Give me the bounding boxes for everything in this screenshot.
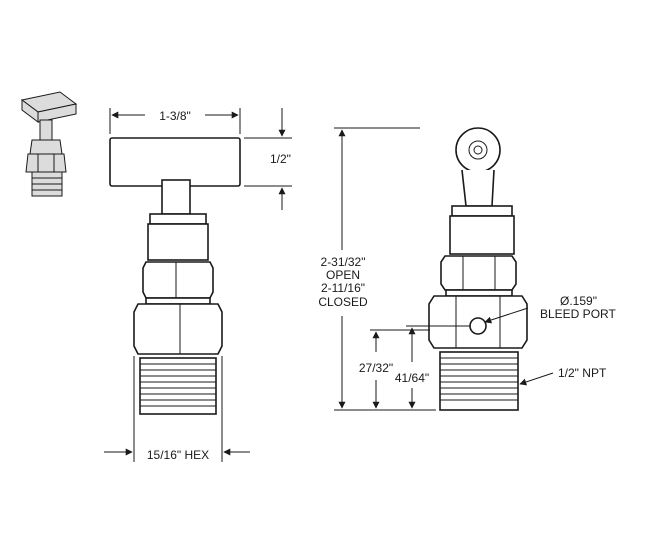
height-open-label: OPEN <box>326 268 360 282</box>
height-closed-value: 2-11/16" <box>321 281 365 295</box>
isometric-thumbnail <box>20 91 78 197</box>
thread-front <box>139 357 217 415</box>
thread-spec-label: 1/2" NPT <box>558 366 607 380</box>
bleed-port <box>469 317 487 335</box>
height-open-value: 2-31/32" <box>321 255 366 269</box>
thread-length-label: 27/32" <box>359 361 393 375</box>
thread-side <box>439 351 519 411</box>
front-view: 1-3/8" 1/2" 15/16" HEX <box>104 108 292 462</box>
side-view: 2-31/32" OPEN 2-11/16" CLOSED Ø.159" BLE… <box>318 127 616 411</box>
hex-size-label: 15/16" HEX <box>147 448 209 462</box>
bleed-port-label: BLEED PORT <box>540 307 616 321</box>
handle-height-label: 1/2" <box>270 152 291 166</box>
bleed-port-diameter: Ø.159" <box>560 294 597 308</box>
handle-width-label: 1-3/8" <box>159 109 191 123</box>
port-height-label: 41/64" <box>395 371 429 385</box>
height-closed-label: CLOSED <box>318 295 368 309</box>
